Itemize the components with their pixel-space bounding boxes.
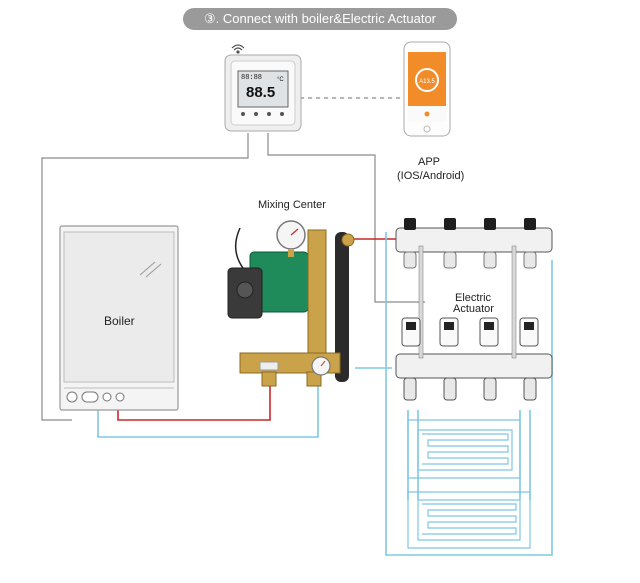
- boiler-control-knobs: [66, 391, 125, 403]
- app-platforms-label: (IOS/Android): [397, 170, 465, 182]
- outlet-fittings: [403, 377, 537, 401]
- phone: [403, 41, 451, 137]
- thermostat: [224, 44, 302, 132]
- floor-loop-1: [422, 433, 509, 465]
- app-label: APP: [418, 156, 441, 168]
- wifi-icon: [231, 44, 245, 54]
- electric-actuator-label-line1: Electric: [455, 292, 492, 304]
- thermostat-unit: °C: [277, 77, 284, 83]
- return-pipes: [97, 232, 553, 556]
- pressure-gauge-icon: [276, 220, 306, 257]
- electric-actuator-label-line2: Actuator: [453, 303, 494, 315]
- boiler-label: Boiler: [104, 314, 135, 328]
- thermometer-gauge-icon: [311, 356, 331, 376]
- phone-screen-value: A13.5: [419, 79, 435, 85]
- mixing-center-label: Mixing Center: [258, 199, 326, 211]
- thermostat-main-reading: 88.5: [246, 84, 275, 101]
- thermostat-small-reading: 88:88: [241, 74, 262, 82]
- thermostat-buttons: [241, 112, 284, 116]
- control-wires: [41, 97, 425, 421]
- boiler: [59, 225, 179, 411]
- floor-loop-2: [422, 503, 517, 535]
- manifold-top-valves: [404, 218, 536, 230]
- flow-meters: [403, 251, 537, 269]
- electric-actuators: [401, 317, 539, 347]
- title-banner: ③. Connect with boiler&Electric Actuator: [183, 8, 457, 30]
- manifold: [395, 218, 553, 401]
